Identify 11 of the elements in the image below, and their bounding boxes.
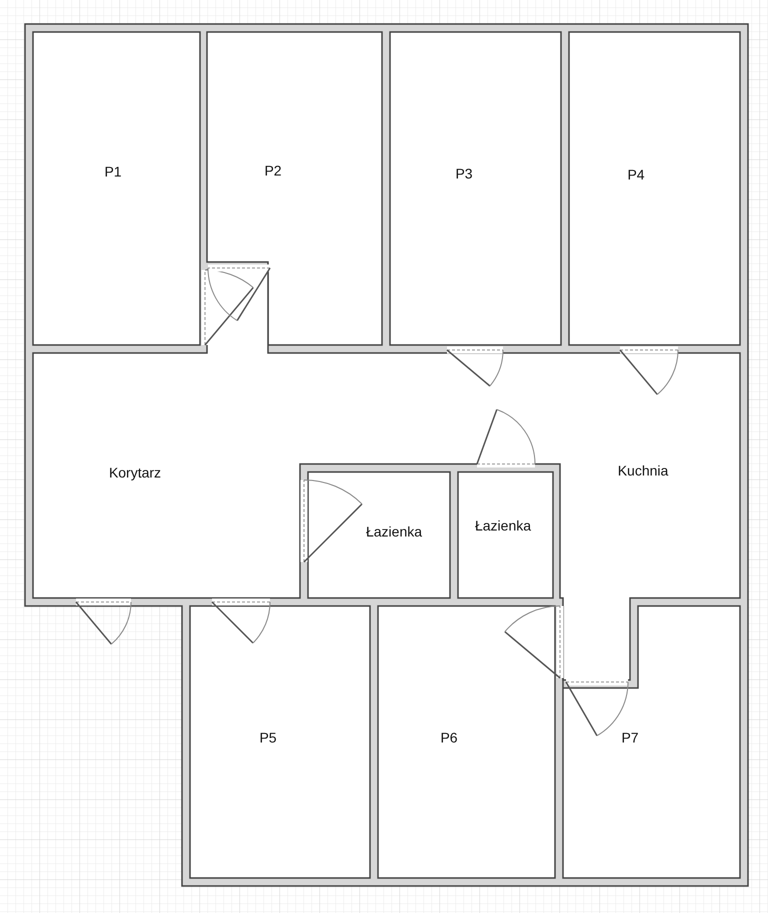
- room-label: Kuchnia: [618, 460, 668, 482]
- room-label: P7: [621, 728, 639, 748]
- room-label: P4: [627, 164, 645, 186]
- room-label: Korytarz: [108, 462, 162, 484]
- room-label: Łazienka: [366, 522, 422, 542]
- room-label: P6: [440, 728, 458, 748]
- room-label: P2: [264, 160, 282, 182]
- room-label: P5: [259, 728, 277, 748]
- room-label: Łazienka: [474, 516, 532, 536]
- room-label: P3: [455, 164, 473, 184]
- room-label: P1: [104, 162, 122, 182]
